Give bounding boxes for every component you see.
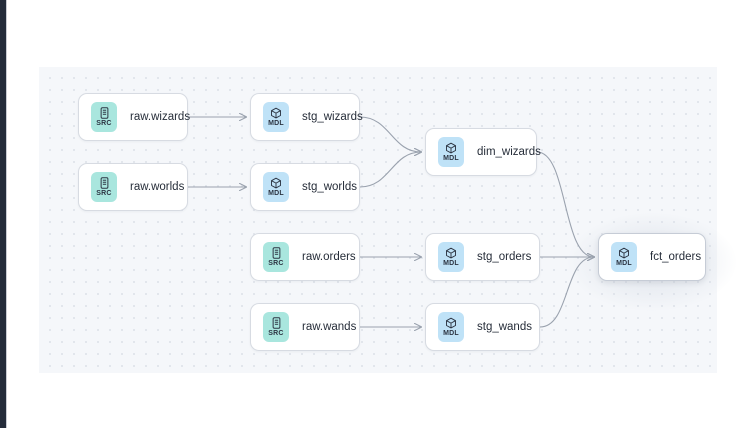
source-badge: SRC [263, 312, 289, 342]
node-raw-wizards[interactable]: SRC raw.wizards [78, 93, 191, 141]
source-badge-label: SRC [96, 119, 112, 127]
node-stg-wands[interactable]: MDL stg_wands [425, 303, 540, 351]
node-stg-wizards[interactable]: MDL stg_wizards [250, 93, 363, 141]
model-badge: MDL [263, 172, 289, 202]
model-badge: MDL [438, 242, 464, 272]
cube-icon [618, 247, 630, 259]
cube-icon [445, 247, 457, 259]
node-raw-worlds[interactable]: SRC raw.worlds [78, 163, 188, 211]
left-rail-divider [6, 0, 7, 428]
node-label: stg_worlds [302, 181, 357, 193]
node-label: stg_wands [477, 321, 532, 333]
node-label: stg_wizards [302, 111, 363, 123]
model-badge: MDL [263, 102, 289, 132]
model-badge-label: MDL [268, 119, 284, 127]
node-raw-wands[interactable]: SRC raw.wands [250, 303, 360, 351]
model-badge-label: MDL [616, 259, 632, 267]
source-badge: SRC [91, 172, 117, 202]
node-stg-worlds[interactable]: MDL stg_worlds [250, 163, 360, 211]
node-label: raw.wizards [130, 111, 191, 123]
node-raw-orders[interactable]: SRC raw.orders [250, 233, 360, 281]
cube-icon [445, 317, 457, 329]
database-icon [271, 246, 282, 259]
model-badge: MDL [611, 242, 637, 272]
node-fct-orders[interactable]: MDL fct_orders [598, 233, 706, 281]
model-badge-label: MDL [443, 329, 459, 337]
source-badge-label: SRC [96, 189, 112, 197]
source-badge: SRC [91, 102, 117, 132]
model-badge-label: MDL [268, 189, 284, 197]
node-label: stg_orders [477, 251, 532, 263]
model-badge-label: MDL [443, 154, 459, 162]
source-badge-label: SRC [268, 329, 284, 337]
node-label: raw.worlds [130, 181, 185, 193]
node-dim-wizards[interactable]: MDL dim_wizards [425, 128, 541, 176]
left-nav-rail[interactable] [0, 0, 6, 428]
model-badge: MDL [438, 312, 464, 342]
database-icon [99, 106, 110, 119]
node-label: fct_orders [650, 251, 702, 263]
node-label: raw.orders [302, 251, 356, 263]
node-label: raw.wands [302, 321, 357, 333]
model-badge-label: MDL [443, 259, 459, 267]
cube-icon [270, 177, 282, 189]
source-badge: SRC [263, 242, 289, 272]
database-icon [271, 316, 282, 329]
database-icon [99, 176, 110, 189]
cube-icon [270, 107, 282, 119]
node-stg-orders[interactable]: MDL stg_orders [425, 233, 540, 281]
cube-icon [445, 142, 457, 154]
model-badge: MDL [438, 137, 464, 167]
source-badge-label: SRC [268, 259, 284, 267]
node-label: dim_wizards [477, 146, 541, 158]
